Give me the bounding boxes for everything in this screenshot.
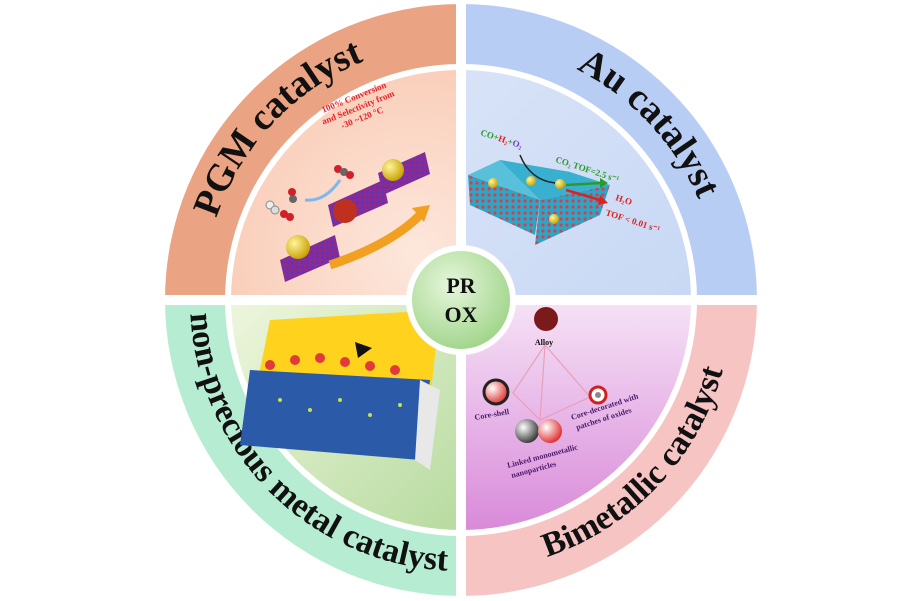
quadrant-bimetallic-panel bbox=[461, 300, 691, 530]
center-label-line1: PR bbox=[446, 273, 476, 298]
nonprecious-illustration bbox=[240, 310, 440, 470]
svg-text:H₂O: H₂O bbox=[614, 192, 633, 207]
center-prox-badge bbox=[412, 251, 510, 349]
center-label-line2: OX bbox=[445, 302, 478, 327]
svg-text:CO+H₂+O₂: CO+H₂+O₂ bbox=[479, 127, 523, 150]
svg-text:Alloy: Alloy bbox=[535, 338, 553, 347]
